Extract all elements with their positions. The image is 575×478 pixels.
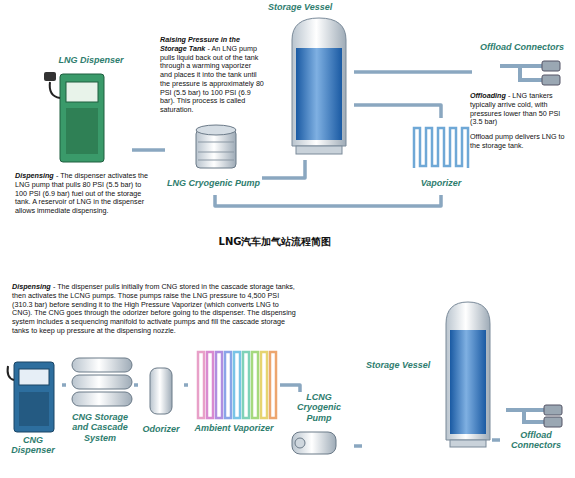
note-text: - An LNG pump pulls liquid back out of t…	[160, 44, 264, 114]
pipe-connector	[215, 195, 441, 206]
lcng-pump-icon	[292, 432, 336, 454]
equipment-node: Offload Connectors	[500, 400, 572, 455]
note-paragraph: Dispensing- The dispenser pulls initiall…	[12, 283, 300, 336]
note-heading: Offloading	[470, 91, 506, 100]
pipe-connector	[280, 385, 300, 392]
equipment-node: Storage Vessel	[362, 298, 492, 450]
equipment-label: LCNG Cryogenic Pump	[284, 392, 354, 423]
cng-dispenser-icon	[8, 362, 54, 432]
equipment-label: Ambient Vaporizer	[188, 423, 280, 433]
odorizer-icon	[150, 368, 172, 414]
equipment-label: Offload Connectors	[500, 430, 572, 451]
storage-tank-icon	[446, 302, 490, 447]
note-paragraph: Dispensing- The dispenser activates the …	[15, 172, 150, 216]
equipment-node: LCNG Cryogenic Pump	[284, 392, 354, 464]
equipment-node: Vaporizer	[405, 118, 477, 195]
note-heading: Dispensing	[15, 171, 54, 180]
pipe-connector	[262, 160, 305, 178]
equipment-label: Odorizer	[138, 424, 184, 434]
equipment-node: CNG Storage and Cascade System	[66, 350, 134, 450]
note-paragraph: Offloading- LNG tankers typically arrive…	[470, 92, 572, 151]
cascade-cylinders-icon	[72, 358, 132, 406]
equipment-node: LNG Cryogenic Pump	[165, 118, 262, 195]
equipment-label: Storage Vessel	[268, 2, 354, 12]
equipment-label: CNG Storage and Cascade System	[66, 412, 134, 443]
pipe-connector	[354, 70, 472, 74]
equipment-node: Offload Connectors	[472, 42, 572, 88]
equipment-label: Offload Connectors	[472, 42, 572, 52]
note-text: - The dispenser pulls initially from CNG…	[12, 282, 296, 335]
equipment-node: Odorizer	[138, 362, 184, 440]
pipe-connector	[184, 383, 188, 387]
ambient-vaporizer-icon	[198, 352, 276, 418]
equipment-label: LNG Cryogenic Pump	[165, 178, 262, 188]
note-text: Offload pump delivers LNG to the storage…	[470, 133, 572, 151]
pipe-connector	[354, 444, 362, 448]
offload-connector-icon	[506, 405, 562, 427]
equipment-node: Ambient Vaporizer	[188, 345, 280, 440]
pipe-connector	[134, 383, 138, 387]
equipment-node: LNG Dispenser	[50, 55, 132, 167]
pump-icon	[196, 125, 236, 168]
equipment-label: LNG Dispenser	[50, 55, 132, 65]
pipe-connector	[62, 383, 66, 387]
equipment-label: Storage Vessel	[366, 360, 444, 370]
equipment-node: Storage Vessel	[268, 2, 354, 160]
storage-tank-icon	[292, 18, 346, 154]
note-paragraph: Raising Pressure in the Storage Tank- An…	[160, 36, 264, 115]
lng-dispenser-icon	[44, 72, 104, 162]
equipment-label: Vaporizer	[405, 178, 477, 188]
pipe-connector	[354, 105, 441, 118]
vaporizer-icon	[414, 128, 468, 168]
equipment-label: CNG Dispenser	[4, 435, 62, 456]
note-heading: Dispensing	[12, 282, 51, 291]
offload-connector-icon	[500, 61, 560, 85]
pipe-connector	[492, 438, 500, 442]
figure-caption: LNG汽车加气站流程简图	[190, 236, 360, 248]
equipment-node: CNG Dispenser	[4, 355, 62, 463]
pipe-connector	[132, 148, 165, 152]
